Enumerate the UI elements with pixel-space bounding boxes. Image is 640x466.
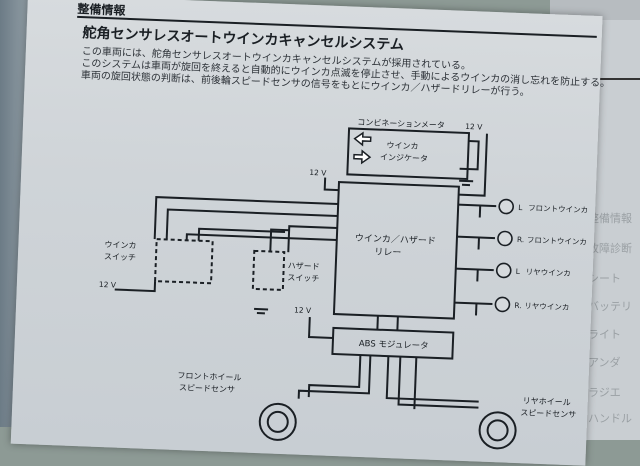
lamp-side-label: L: [518, 203, 523, 212]
lamp-side-label: L: [516, 267, 521, 276]
ground-symbol: [254, 309, 268, 314]
lamp-side-label: R.: [514, 301, 522, 310]
indicator-label-1: ウインカ: [386, 141, 418, 151]
rear-sensor-label-1: リヤホイール: [523, 396, 571, 407]
left-arrow-icon: [354, 133, 370, 146]
winker-switch-label-1: ウインカ: [104, 240, 136, 250]
side-tab: アンダ: [588, 354, 621, 370]
voltage-label: 12 V: [99, 280, 117, 290]
relay-label-1: ウインカ／ハザード: [355, 233, 436, 247]
lamp-name-label: リヤウインカ: [524, 301, 569, 312]
relay-label-2: リレー: [374, 247, 401, 258]
lamp-name-label: フロントウインカ: [527, 235, 587, 246]
lamp-bulb-icon: [498, 231, 513, 246]
abs-modulator-label: ABS モジュレータ: [359, 339, 429, 352]
voltage-label: 12 V: [309, 168, 327, 178]
lamp-bulb-icon: [499, 199, 514, 214]
lamp-bulb-icon: [496, 263, 511, 278]
rear-sensor-ring: [479, 412, 516, 449]
side-tab: ラジエ: [588, 384, 621, 400]
hazard-switch-box: [253, 251, 284, 290]
front-sensor-label-2: スピードセンサ: [179, 383, 235, 394]
lamp-side-label: R.: [517, 235, 525, 244]
winker-switch-box: [155, 239, 213, 283]
hazard-switch-label-2: スイッチ: [287, 273, 319, 283]
lamp-name-label: フロントウインカ: [528, 203, 588, 214]
side-tab: ハンドル: [588, 410, 632, 426]
rear-sensor-label-2: スピードセンサ: [520, 408, 576, 419]
manual-page: 整備情報 舵角センサレスオートウインカキャンセルシステム この車両には、舵角セン…: [11, 0, 603, 466]
indicator-label-2: インジケータ: [380, 153, 428, 164]
front-sensor-ring: [259, 403, 296, 440]
voltage-label: 12 V: [465, 122, 483, 132]
lamp-name-label: リヤウインカ: [526, 267, 571, 278]
right-arrow-icon: [354, 151, 370, 164]
winker-switch-label-2: スイッチ: [104, 252, 136, 262]
side-tab: ライト: [588, 326, 621, 342]
side-tab: バッテリ: [588, 298, 632, 314]
wiring-diagram: コンビネーションメータ ウインカ インジケータ ウインカ／ハザード リレー AB…: [67, 96, 600, 456]
ground-symbol: [459, 181, 473, 186]
voltage-label: 12 V: [294, 305, 312, 315]
front-sensor-label-1: フロントホイール: [177, 371, 241, 382]
hazard-switch-label-1: ハザード: [288, 261, 320, 271]
lamp-bulb-icon: [495, 297, 510, 312]
